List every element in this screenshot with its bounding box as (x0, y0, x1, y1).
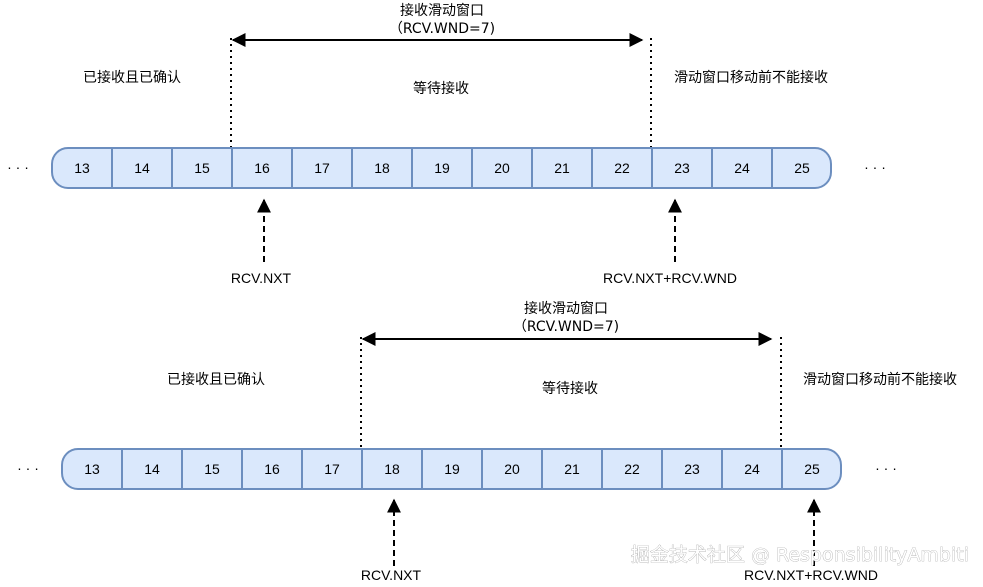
sequence-number: 20 (494, 160, 510, 176)
sequence-number: 22 (614, 160, 630, 176)
window-size-label: （RCV.WND=7) (389, 21, 495, 37)
sequence-cell: 15 (181, 449, 220, 489)
sequence-cell: 21 (531, 148, 570, 188)
sequence-cell: 20 (471, 148, 510, 188)
acked-region-label: 已接收且已确认 (167, 371, 265, 388)
awaiting-region-label: 等待接收 (413, 80, 469, 97)
sequence-cell: 20 (481, 449, 520, 489)
window-title: 接收滑动窗口 (400, 2, 484, 19)
blocked-region-label: 滑动窗口移动前不能接收 (803, 371, 957, 388)
sequence-cell: 18 (361, 449, 400, 489)
sequence-number: 21 (554, 160, 570, 176)
sequence-cell: 22 (601, 449, 640, 489)
sequence-cell: 25 (781, 449, 820, 489)
sequence-cell: 24 (711, 148, 750, 188)
rcv-nxt-label: RCV.NXT (361, 567, 422, 583)
sequence-number: 20 (504, 461, 520, 477)
ellipsis-right: · · · (875, 460, 897, 476)
sequence-strip (61, 448, 842, 490)
blocked-region-label: 滑动窗口移动前不能接收 (674, 69, 828, 86)
awaiting-region-label: 等待接收 (542, 380, 598, 397)
acked-region-label: 已接收且已确认 (83, 69, 181, 86)
sequence-cell: 19 (411, 148, 450, 188)
ellipsis-left: · · · (17, 460, 39, 476)
sequence-cell: 17 (301, 449, 340, 489)
sequence-number: 18 (384, 461, 400, 477)
sequence-number: 19 (434, 160, 450, 176)
sequence-number: 15 (194, 160, 210, 176)
sequence-cell: 16 (241, 449, 280, 489)
rcv-nxt-label: RCV.NXT (231, 270, 292, 286)
sequence-cell: 24 (721, 449, 760, 489)
sequence-cell: 15 (171, 148, 210, 188)
sequence-number: 25 (804, 461, 820, 477)
sequence-cell: 13 (84, 461, 100, 477)
sequence-number: 17 (324, 461, 340, 477)
watermark: 掘金技术社区 @ ResponsibilityAmbiti (631, 544, 969, 566)
sequence-cell: 22 (591, 148, 630, 188)
sequence-number: 16 (254, 160, 270, 176)
sequence-cell: 17 (291, 148, 330, 188)
diagram-1: 接收滑动窗口 （RCV.WND=7) 已接收且已确认 等待接收 滑动窗口移动前不… (7, 2, 886, 286)
sequence-number: 24 (734, 160, 750, 176)
sequence-number: 15 (204, 461, 220, 477)
sequence-number: 18 (374, 160, 390, 176)
sequence-number: 16 (264, 461, 280, 477)
sequence-cell: 23 (651, 148, 690, 188)
sequence-number: 21 (564, 461, 580, 477)
sequence-number: 24 (744, 461, 760, 477)
sequence-cell: 14 (111, 148, 150, 188)
window-size-label: （RCV.WND=7) (513, 319, 619, 335)
sequence-cells: 13 14 15 16 17 18 19 20 21 22 23 24 25 (74, 148, 810, 188)
sequence-number: 25 (794, 160, 810, 176)
window-end-label: RCV.NXT+RCV.WND (603, 270, 737, 286)
sequence-number: 14 (134, 160, 150, 176)
sequence-number: 14 (144, 461, 160, 477)
sequence-number: 23 (684, 461, 700, 477)
sequence-cell: 18 (351, 148, 390, 188)
sequence-cell: 25 (771, 148, 810, 188)
sequence-cell: 13 (74, 160, 90, 176)
sequence-number: 13 (84, 461, 100, 477)
sequence-number: 17 (314, 160, 330, 176)
ellipsis-right: · · · (864, 159, 886, 175)
sequence-cell: 23 (661, 449, 700, 489)
sequence-cells: 13 14 15 16 17 18 19 20 21 22 23 24 25 (84, 449, 820, 489)
sequence-cell: 14 (121, 449, 160, 489)
sequence-number: 22 (624, 461, 640, 477)
diagram-2: 接收滑动窗口 （RCV.WND=7) 已接收且已确认 等待接收 滑动窗口移动前不… (17, 300, 957, 583)
sequence-cell: 19 (421, 449, 460, 489)
sequence-number: 19 (444, 461, 460, 477)
sequence-number: 23 (674, 160, 690, 176)
sequence-number: 13 (74, 160, 90, 176)
sequence-strip (51, 147, 832, 189)
window-title: 接收滑动窗口 (524, 300, 608, 317)
window-end-label: RCV.NXT+RCV.WND (744, 567, 878, 583)
ellipsis-left: · · · (7, 159, 29, 175)
sequence-cell: 16 (231, 148, 270, 188)
sequence-cell: 21 (541, 449, 580, 489)
